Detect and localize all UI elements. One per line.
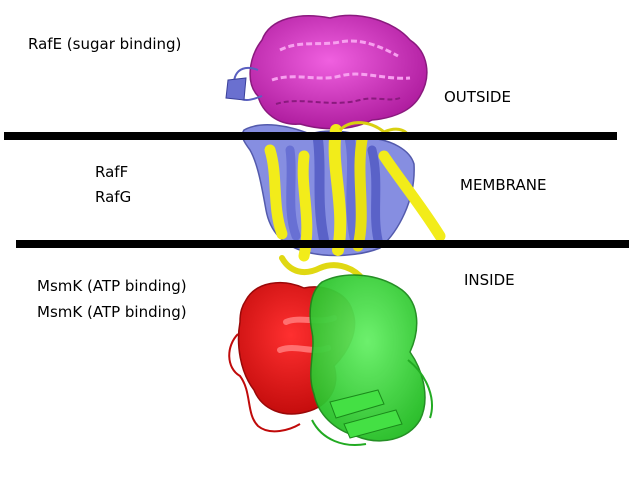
rafe-helix-1 — [279, 39, 399, 58]
msmk-green-body — [309, 274, 426, 442]
label-msmk-2: MsmK (ATP binding) — [37, 303, 187, 321]
raff-helix-2 — [345, 135, 361, 249]
raff-domain — [241, 124, 415, 257]
label-msmk-1: MsmK (ATP binding) — [37, 277, 187, 295]
msmk-green-sheet — [329, 389, 403, 439]
rafg-helix-right — [378, 150, 446, 242]
raff-helix-4 — [285, 145, 301, 241]
rafg-helix-2 — [328, 124, 347, 256]
label-rafg: RafG — [95, 188, 132, 206]
label-raff: RafF — [95, 163, 129, 181]
rafe-sheet — [225, 77, 247, 101]
raff-helix-3 — [367, 145, 383, 245]
label-membrane: MEMBRANE — [460, 176, 547, 194]
raff-helix-1 — [313, 135, 329, 245]
msmk-red-loops — [228, 333, 301, 433]
label-inside: INSIDE — [464, 271, 515, 289]
rafe-helix-2 — [271, 72, 411, 82]
rafg-helix-1 — [264, 144, 288, 240]
label-outside: OUTSIDE — [444, 88, 511, 106]
rafe-domain — [225, 14, 428, 130]
label-rafe: RafE (sugar binding) — [28, 35, 182, 53]
membrane-bottom-line — [16, 240, 629, 248]
rafe-helix-3 — [275, 97, 401, 105]
rafg-bottom-loop — [279, 255, 363, 279]
rafe-body — [249, 14, 428, 130]
msmk-green-loops — [311, 359, 433, 446]
msmk-green-domain — [309, 274, 433, 446]
rafg-helix-3 — [352, 134, 368, 252]
membrane-top-line — [4, 132, 617, 140]
